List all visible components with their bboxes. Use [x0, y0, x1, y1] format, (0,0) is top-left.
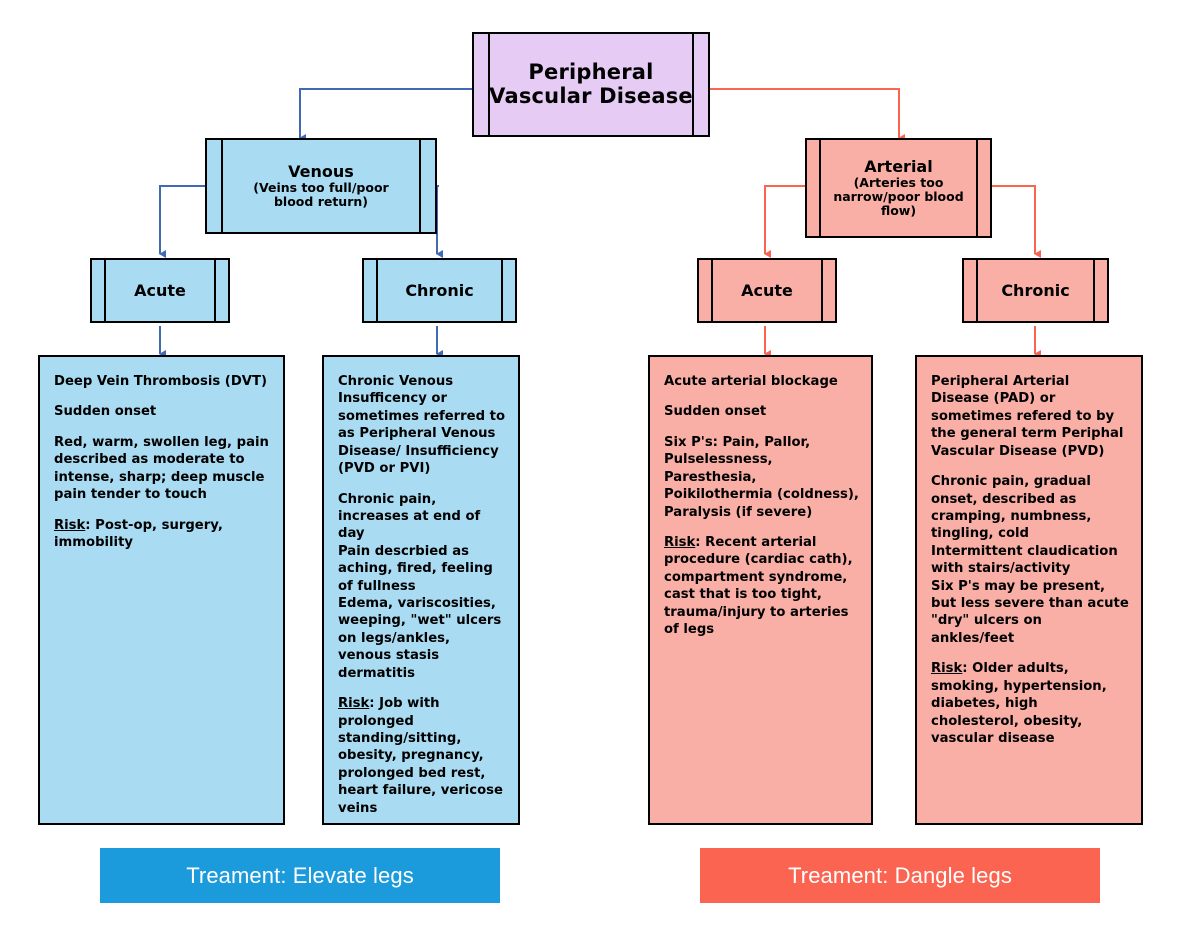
connector-root-to-arterial — [710, 88, 905, 142]
risk-text: : Job with prolonged standing/sitting, o… — [338, 696, 503, 816]
node-label: Acute — [134, 280, 186, 300]
process-bar-right — [821, 260, 823, 321]
node-arterial[interactable]: Arterial (Arteries too narrow/poor blood… — [805, 138, 992, 238]
treatment-bar-arterial[interactable]: Treament: Dangle legs — [700, 848, 1100, 903]
process-bar-right — [214, 260, 216, 321]
process-bar-left — [819, 140, 821, 236]
treatment-bar-venous[interactable]: Treament: Elevate legs — [100, 848, 500, 903]
process-bar-left — [221, 140, 223, 232]
node-subtitle: (Veins too full/poor blood return) — [253, 179, 389, 209]
node-subtitle: (Arteries too narrow/poor blood flow) — [833, 174, 964, 218]
node-venous-acute[interactable]: Acute — [90, 258, 230, 323]
detail-venous-chronic[interactable]: Chronic Venous Insufficency or sometimes… — [322, 355, 520, 825]
connector-arterial-to-chronic — [992, 185, 1041, 258]
detail-arterial-acute[interactable]: Acute arterial blockage Sudden onset Six… — [648, 355, 873, 825]
process-bar-left — [711, 260, 713, 321]
node-venous[interactable]: Venous (Veins too full/poor blood return… — [205, 138, 437, 234]
risk-text: : Post-op, surgery, immobility — [54, 517, 223, 550]
detail-heading: Chronic Venous Insufficency or sometimes… — [338, 374, 506, 477]
process-bar-right — [501, 260, 503, 321]
node-arterial-acute[interactable]: Acute — [697, 258, 837, 323]
detail-heading: Peripheral Arterial Disease (PAD) or som… — [931, 374, 1124, 459]
detail-risk: Risk: Older adults, smoking, hypertensio… — [931, 660, 1129, 747]
connector-root-to-venous — [299, 88, 472, 142]
risk-label: Risk — [664, 534, 696, 550]
process-bar-right — [419, 140, 421, 232]
node-label: Arterial — [864, 157, 933, 177]
process-bar-right — [976, 140, 978, 236]
risk-text: : Recent arterial procedure (cardiac cat… — [664, 534, 853, 638]
process-bar-left — [976, 260, 978, 321]
process-bar-left — [376, 260, 378, 321]
detail-symptoms: Chronic pain, gradual onset, described a… — [931, 474, 1129, 646]
process-bar-right — [1093, 260, 1095, 321]
process-bar-left — [488, 34, 490, 135]
risk-label: Risk — [54, 517, 86, 533]
detail-heading: Deep Vein Thrombosis (DVT) — [54, 374, 267, 389]
detail-venous-acute[interactable]: Deep Vein Thrombosis (DVT) Sudden onset … — [38, 355, 285, 825]
detail-symptoms: Six P's: Pain, Pallor, Pulselessness, Pa… — [664, 434, 859, 520]
treatment-label: Treament: Elevate legs — [186, 862, 414, 888]
risk-text: : Older adults, smoking, hypertension, d… — [931, 661, 1107, 747]
detail-risk: Risk: Post-op, surgery, immobility — [54, 517, 271, 552]
node-label: Acute — [741, 280, 793, 300]
node-label: Chronic — [405, 280, 474, 300]
node-arterial-chronic[interactable]: Chronic — [962, 258, 1109, 323]
node-peripheral-vascular-disease[interactable]: Peripheral Vascular Disease — [472, 32, 710, 137]
detail-risk: Risk: Job with prolonged standing/sittin… — [338, 695, 506, 817]
detail-arterial-chronic[interactable]: Peripheral Arterial Disease (PAD) or som… — [915, 355, 1143, 825]
detail-onset: Sudden onset — [664, 404, 767, 420]
node-label: Venous — [288, 162, 354, 182]
detail-heading: Acute arterial blockage — [664, 374, 838, 389]
detail-symptoms: Chronic pain, increases at end of day Pa… — [338, 491, 502, 681]
risk-label: Risk — [931, 661, 963, 677]
connector-venous-to-acute — [159, 185, 205, 258]
node-label: Peripheral Vascular Disease — [489, 59, 693, 108]
process-bar-left — [104, 260, 106, 321]
risk-label: Risk — [338, 696, 370, 712]
detail-symptoms: Red, warm, swollen leg, pain described a… — [54, 434, 269, 503]
connector-venous-chronic-stub — [435, 185, 439, 187]
connector-arterial-to-acute — [764, 185, 805, 258]
process-bar-right — [692, 34, 694, 135]
treatment-label: Treament: Dangle legs — [788, 862, 1012, 888]
node-venous-chronic[interactable]: Chronic — [362, 258, 517, 323]
node-label: Chronic — [1001, 280, 1070, 300]
detail-risk: Risk: Recent arterial procedure (cardiac… — [664, 534, 859, 639]
detail-onset: Sudden onset — [54, 404, 157, 420]
